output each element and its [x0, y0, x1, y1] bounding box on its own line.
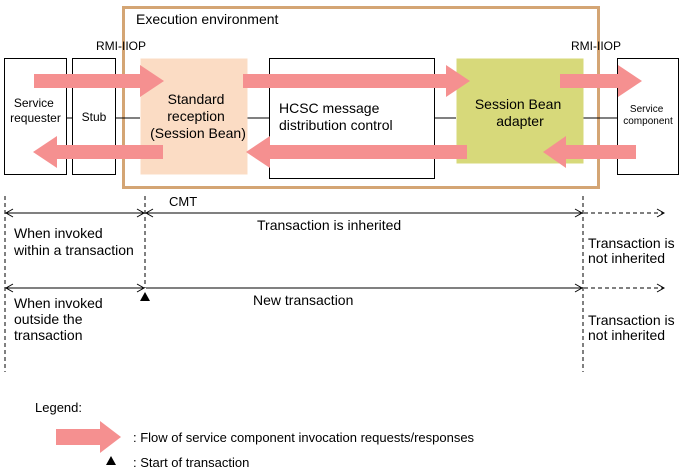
legend-title: Legend:: [35, 400, 82, 415]
row1-left-span-arrowhead-right: [136, 208, 146, 218]
session-bean-adapter-label: Session Bean adapter: [475, 96, 565, 129]
row1-middle-span-arrowhead-left: [144, 208, 154, 218]
hcsc-message-distribution-label: HCSC message distribution control: [279, 100, 393, 133]
row1-middle-label: Transaction is inherited: [257, 217, 401, 233]
legend-triangle-text: : Start of transaction: [133, 455, 249, 470]
legend-triangle-icon: [106, 456, 116, 465]
cmt-label: CMT: [169, 194, 197, 209]
rmi-iiop-right-label: RMI-IIOP: [571, 39, 621, 53]
response-arrow-adapter-to-reception: [246, 136, 467, 168]
row1-middle-span-arrowhead-right: [574, 208, 584, 218]
standard-reception-label: Standard reception (Session Bean): [150, 91, 246, 141]
response-arrow-component-to-adapter: [543, 136, 636, 168]
response-arrow-reception-to-requester: [33, 136, 163, 168]
row2-left-span-arrowhead-right: [136, 283, 146, 293]
legend-flow-text: : Flow of service component invocation r…: [133, 430, 475, 445]
request-arrow-reception-to-adapter: [243, 65, 470, 97]
row2-right-span-arrowhead: [656, 283, 666, 293]
row2-right-label: Transaction is not inherited: [588, 312, 679, 343]
row2-middle-label: New transaction: [253, 292, 353, 308]
transaction-start-triangle: [140, 292, 150, 301]
row2-left-span-arrowhead-left: [4, 283, 14, 293]
request-arrow-adapter-to-component: [560, 65, 642, 97]
service-requester-label: Service requester: [10, 96, 61, 125]
execution-environment-frame: [122, 6, 600, 189]
execution-environment-label: Execution environment: [136, 11, 279, 27]
row1-right-label: Transaction is not inherited: [588, 235, 679, 266]
service-component-label: Service component: [623, 104, 673, 127]
request-arrow-requester-to-reception: [34, 65, 164, 97]
row2-middle-span-arrowhead-right: [574, 283, 584, 293]
row1-left-label: When invoked within a transaction: [13, 225, 134, 258]
stub-label: Stub: [82, 110, 107, 124]
legend-flow-arrow-icon: [56, 421, 121, 453]
rmi-iiop-left-label: RMI-IIOP: [96, 39, 146, 53]
row1-left-span-arrowhead-left: [4, 208, 14, 218]
row1-right-span-arrowhead: [656, 208, 666, 218]
row2-left-label: When invoked outside the transaction: [14, 295, 107, 343]
